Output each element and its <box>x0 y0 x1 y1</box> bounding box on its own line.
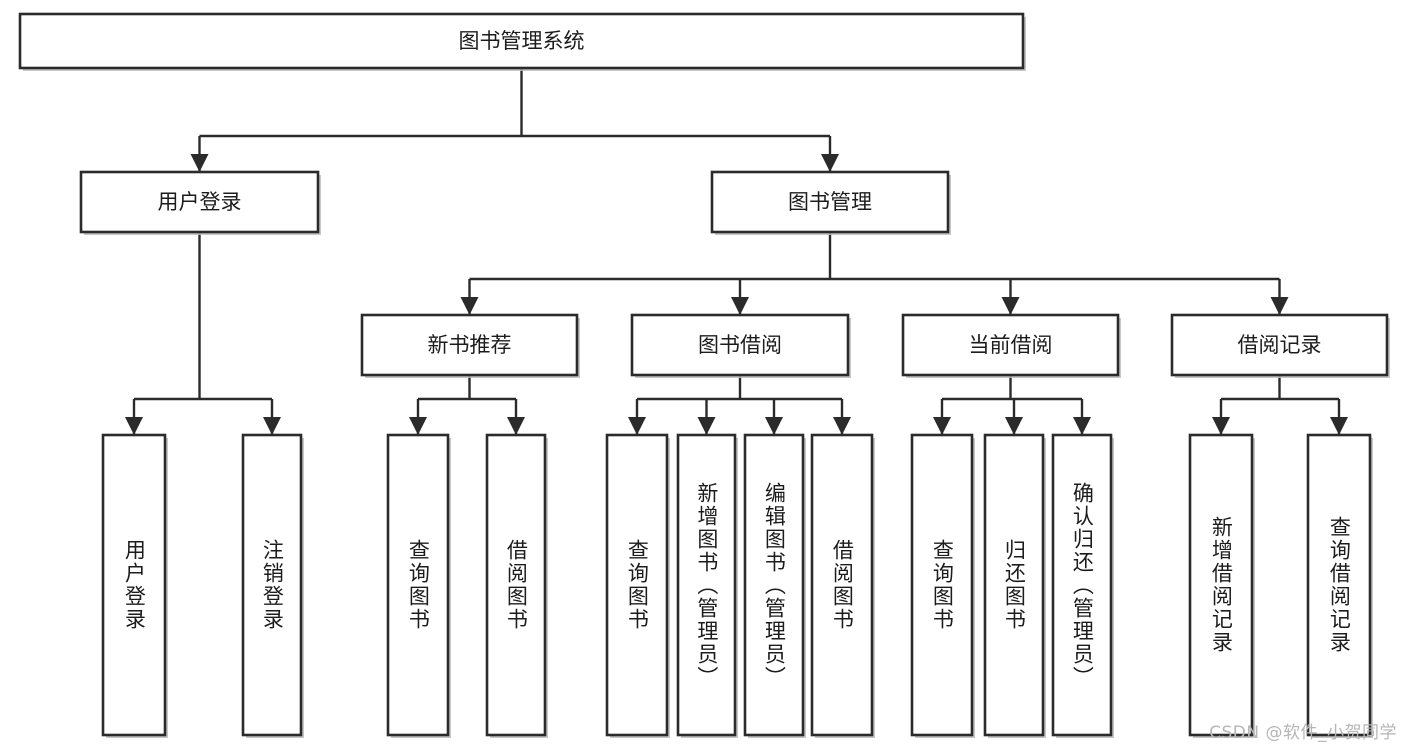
node-current-borrow[interactable] <box>901 313 1121 378</box>
node-leaf-add-borrow-record[interactable] <box>1188 433 1255 738</box>
node-label-new-book-recommend: 新书推荐 <box>428 333 512 357</box>
arrow-head-icon <box>765 417 783 435</box>
node-leaf-borrow-book[interactable] <box>810 433 875 738</box>
node-book-borrow[interactable] <box>630 313 851 378</box>
node-root[interactable] <box>18 12 1026 71</box>
watermark: CSDN @软件_小贺同学 <box>1209 723 1397 743</box>
arrow-head-icon <box>409 417 427 435</box>
node-label-book-manage: 图书管理 <box>788 190 872 214</box>
arrow-head-icon <box>697 417 716 435</box>
node-box-layer <box>18 12 1390 738</box>
node-new-book-recommend[interactable] <box>360 313 580 378</box>
connector-group-book-borrow <box>628 375 851 435</box>
arrow-head-icon <box>1270 297 1289 315</box>
connector-group-current-borrow <box>933 375 1091 435</box>
arrow-head-icon <box>460 297 479 315</box>
node-leaf-edit-book[interactable] <box>743 433 806 738</box>
connector-group-new-book-recommend <box>409 375 525 435</box>
node-leaf-add-book[interactable] <box>676 433 738 738</box>
connector-layer <box>125 68 1348 435</box>
connector-group-borrow-record <box>1212 375 1348 435</box>
arrow-head-icon <box>1005 417 1023 435</box>
arrow-head-icon <box>731 297 749 315</box>
arrow-head-icon <box>628 417 646 435</box>
arrow-head-icon <box>821 154 839 172</box>
node-borrow-record[interactable] <box>1170 313 1390 378</box>
node-leaf-query-book-rec[interactable] <box>386 433 451 738</box>
node-leaf-user-login[interactable] <box>101 433 168 738</box>
connector-group-user-login <box>125 232 281 435</box>
arrow-head-icon <box>933 417 951 435</box>
arrow-head-icon <box>833 417 851 435</box>
arrow-head-icon <box>125 417 143 435</box>
node-label-root: 图书管理系统 <box>459 29 585 53</box>
node-leaf-borrow-book-rec[interactable] <box>485 433 548 738</box>
node-leaf-query-book-current[interactable] <box>910 433 975 738</box>
arrow-head-icon <box>190 154 209 172</box>
node-user-login[interactable] <box>79 170 321 235</box>
arrow-head-icon <box>1330 417 1348 435</box>
node-leaf-confirm-return[interactable] <box>1051 433 1114 738</box>
node-leaf-query-borrow-record[interactable] <box>1306 433 1373 738</box>
connector-group-root <box>190 68 839 172</box>
node-leaf-return-book[interactable] <box>983 433 1046 738</box>
arrow-head-icon <box>263 417 281 435</box>
node-label-book-borrow: 图书借阅 <box>698 333 782 357</box>
node-leaf-user-logout[interactable] <box>241 433 304 738</box>
node-label-current-borrow: 当前借阅 <box>969 333 1053 357</box>
arrow-head-icon <box>1212 417 1230 435</box>
node-leaf-query-book-borrow[interactable] <box>605 433 670 738</box>
arrow-head-icon <box>507 417 525 435</box>
arrow-head-icon <box>1001 297 1020 315</box>
connector-group-book-manage <box>460 232 1289 315</box>
node-label-user-login: 用户登录 <box>158 190 242 214</box>
node-book-manage[interactable] <box>710 170 951 235</box>
node-label-borrow-record: 借阅记录 <box>1238 333 1322 357</box>
arrow-head-icon <box>1073 417 1091 435</box>
